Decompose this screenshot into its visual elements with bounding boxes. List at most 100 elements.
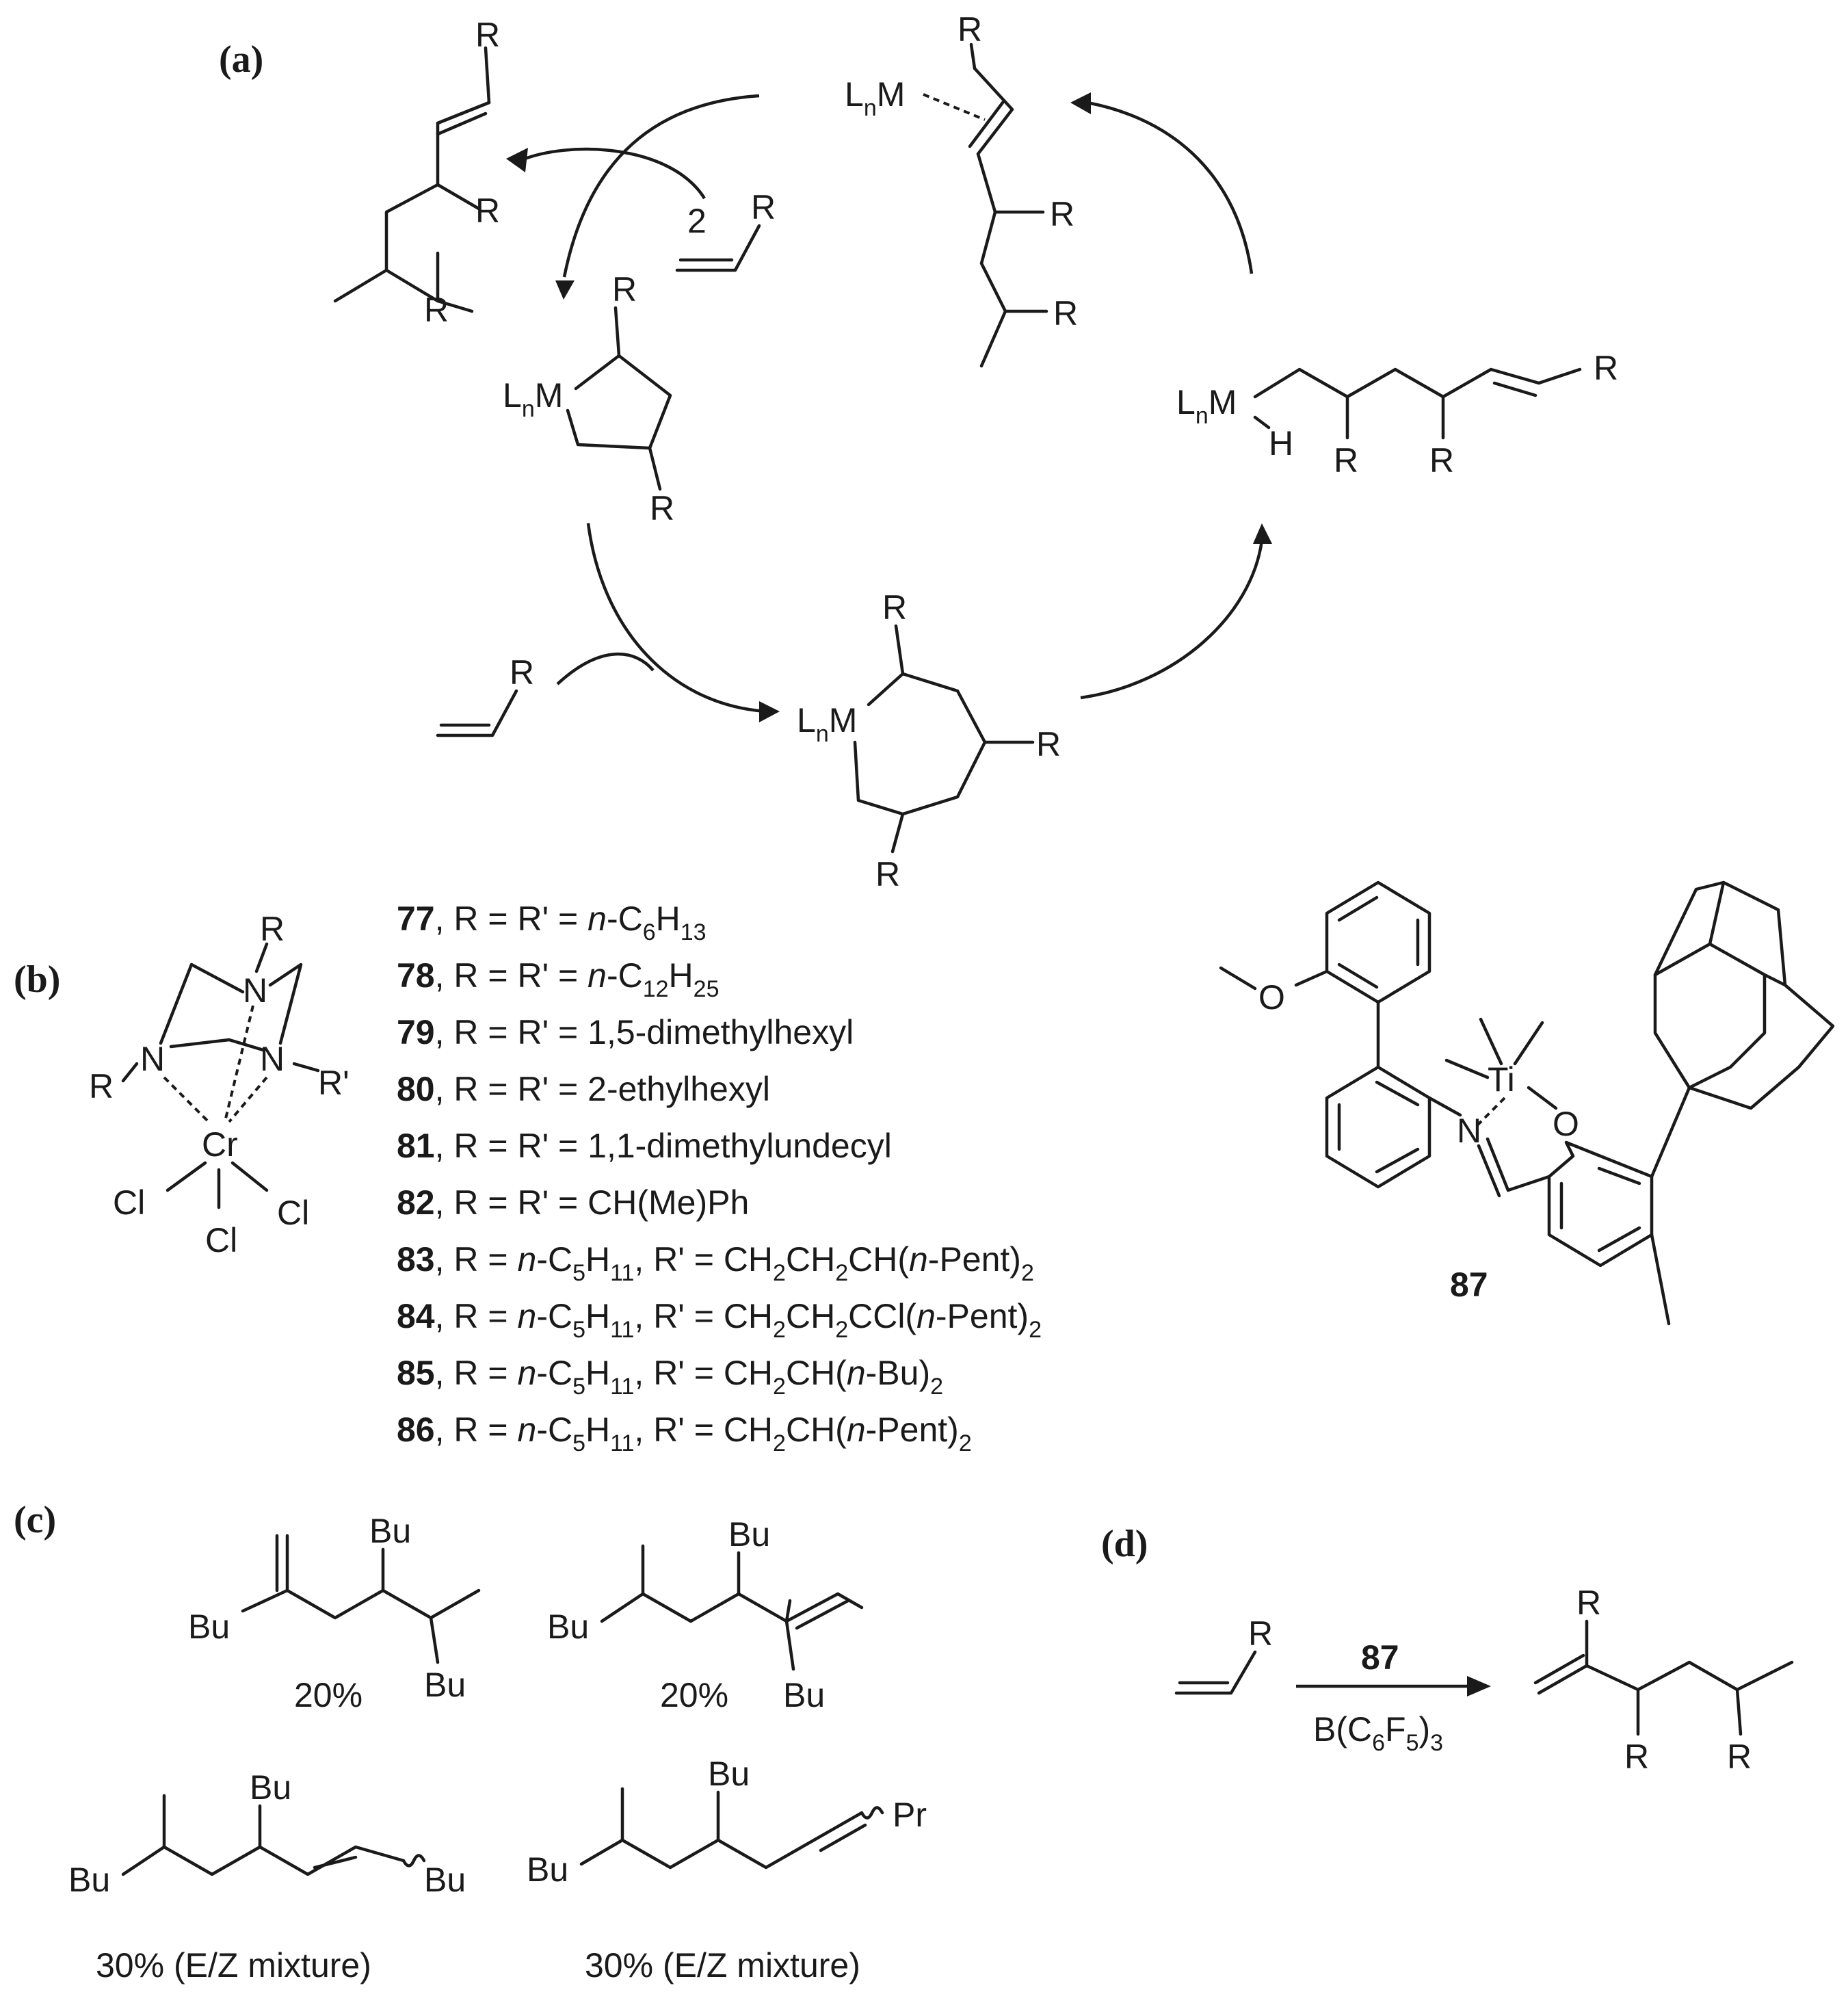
atom-Bu: Bu xyxy=(708,1755,750,1793)
atom-R: R xyxy=(882,588,907,627)
cycle-arrow xyxy=(562,94,760,278)
alkene-entry-arrow xyxy=(556,653,655,685)
atom-Bu: Bu xyxy=(783,1676,825,1714)
atom-N: N xyxy=(243,971,267,1010)
atom-R: R xyxy=(424,291,449,329)
compound-87-label: 87 xyxy=(1450,1266,1488,1304)
metal-hydride-intermediate: LnM H R R R xyxy=(1176,349,1618,480)
atom-R: R xyxy=(475,192,500,230)
panel-a-label: (a) xyxy=(219,38,263,81)
panel-c: (c) Bu Bu Bu 20% Bu Bu Bu 20% xyxy=(14,1499,927,1984)
atom-R: R xyxy=(612,270,637,309)
atom-R: R xyxy=(1594,349,1618,387)
atom-Bu: Bu xyxy=(250,1768,291,1807)
atom-N: N xyxy=(260,1040,285,1078)
atom-R: R xyxy=(260,910,285,948)
atom-Bu: Bu xyxy=(424,1861,466,1899)
product-c4: Bu Bu Pr 30% (E/Z mixture) xyxy=(527,1755,927,1984)
atom-LnM: LnM xyxy=(503,376,563,422)
panel-c-label: (c) xyxy=(14,1499,56,1541)
displacement-arrow xyxy=(1087,101,1254,274)
atom-Bu: Bu xyxy=(547,1608,589,1646)
compound-81: 81, R = R' = 1,1-dimethylundecyl xyxy=(397,1127,892,1165)
compound-78: 78, R = R' = n-C12H25 xyxy=(397,956,719,1002)
atom-R: R xyxy=(475,16,500,54)
atom-R: R xyxy=(1429,441,1454,480)
yield-c3: 30% (E/Z mixture) xyxy=(96,1946,371,1984)
atom-N: N xyxy=(1457,1112,1481,1150)
metallacyclopentane: LnM R R xyxy=(503,270,674,527)
arrowhead xyxy=(555,280,575,300)
product-c3: Bu Bu Bu 30% (E/Z mixture) xyxy=(68,1768,466,1984)
yield-c2: 20% xyxy=(660,1676,728,1714)
atom-Cr: Cr xyxy=(202,1125,238,1164)
compound-79: 79, R = R' = 1,5-dimethylhexyl xyxy=(397,1013,854,1051)
alkene-substrate: R xyxy=(1174,1614,1273,1695)
trimer-product: R R R xyxy=(333,16,500,329)
beta-hydride-arrow xyxy=(1080,540,1264,700)
atom-Bu: Bu xyxy=(188,1608,230,1646)
panel-d: (d) R 87 B(C6F5)3 R R R xyxy=(1101,1523,1794,1776)
atom-Ti: Ti xyxy=(1488,1060,1515,1099)
atom-R: R xyxy=(1053,294,1078,332)
atom-O: O xyxy=(1553,1105,1579,1143)
atom-LnM: LnM xyxy=(797,701,857,747)
arrowhead xyxy=(1253,523,1272,544)
compound-82: 82, R = R' = CH(Me)Ph xyxy=(397,1183,749,1222)
atom-H: H xyxy=(1269,424,1293,462)
catalyst-label: 87 xyxy=(1361,1638,1399,1677)
atom-R: R xyxy=(1624,1738,1649,1776)
alkene-monomer: R xyxy=(436,653,534,737)
panel-a: (a) R R R 2 R LnM xyxy=(219,10,1618,893)
yield-c4: 30% (E/Z mixture) xyxy=(585,1946,860,1984)
cr-triazacyclohexane-complex: N N N R R R' Cr Cl Cl Cl xyxy=(89,910,349,1259)
elimination-arrow xyxy=(519,147,706,200)
atom-LnM: LnM xyxy=(1176,383,1237,429)
panel-b-label: (b) xyxy=(14,958,60,1001)
atom-Cl: Cl xyxy=(205,1221,237,1259)
atom-Bu: Bu xyxy=(369,1512,411,1550)
atom-R: R xyxy=(751,188,776,226)
two-alkenes: 2 R xyxy=(675,188,776,272)
metallacycloheptane: LnM R R R xyxy=(797,588,1061,893)
compound-86: 86, R = n-C5H11, R' = CH2CH(n-Pent)2 xyxy=(397,1411,972,1456)
atom-R: R xyxy=(1334,441,1358,480)
atom-R: R xyxy=(89,1067,114,1105)
arrowhead xyxy=(759,701,780,722)
compound-80: 80, R = R' = 2-ethylhexyl xyxy=(397,1070,770,1108)
compound-85: 85, R = n-C5H11, R' = CH2CH(n-Bu)2 xyxy=(397,1354,943,1400)
arrowhead xyxy=(1070,92,1091,114)
atom-R: R xyxy=(1727,1738,1752,1776)
atom-Rprime: R' xyxy=(318,1064,349,1102)
atom-R: R xyxy=(1576,1584,1601,1622)
atom-R: R xyxy=(1050,195,1074,233)
dimer-product: R R R xyxy=(1533,1584,1794,1776)
atom-Pr: Pr xyxy=(893,1796,927,1834)
atom-Bu: Bu xyxy=(424,1666,466,1704)
atom-LnM: LnM xyxy=(845,75,905,121)
cocatalyst-label: B(C6F5)3 xyxy=(1313,1710,1443,1756)
atom-Bu: Bu xyxy=(527,1850,568,1889)
atom-R: R xyxy=(1248,1614,1273,1653)
arrowhead xyxy=(506,148,528,172)
atom-Cl: Cl xyxy=(277,1194,309,1232)
product-c1: Bu Bu Bu 20% xyxy=(188,1512,481,1714)
atom-R: R xyxy=(650,489,674,527)
atom-R: R xyxy=(510,653,534,692)
atom-Bu: Bu xyxy=(68,1861,110,1899)
compound-84: 84, R = n-C5H11, R' = CH2CH2CCl(n-Pent)2 xyxy=(397,1297,1042,1343)
atom-N: N xyxy=(140,1040,165,1078)
olefin-pi-complex: LnM R R R xyxy=(845,10,1078,368)
compound-77: 77, R = R' = n-C6H13 xyxy=(397,900,707,945)
compound-list: 77, R = R' = n-C6H13 78, R = R' = n-C12H… xyxy=(397,900,1042,1456)
ti-complex-87: O N Ti O xyxy=(1219,880,1835,1326)
atom-R: R xyxy=(1036,725,1061,763)
atom-O: O xyxy=(1258,978,1285,1017)
panel-b: (b) N N N R R R' Cr Cl Cl Cl xyxy=(14,880,1835,1456)
coefficient: 2 xyxy=(687,202,707,240)
atom-Cl: Cl xyxy=(113,1183,145,1222)
reaction-arrow: 87 B(C6F5)3 xyxy=(1296,1638,1491,1756)
atom-R: R xyxy=(958,10,982,49)
insertion-arrow xyxy=(586,523,767,713)
